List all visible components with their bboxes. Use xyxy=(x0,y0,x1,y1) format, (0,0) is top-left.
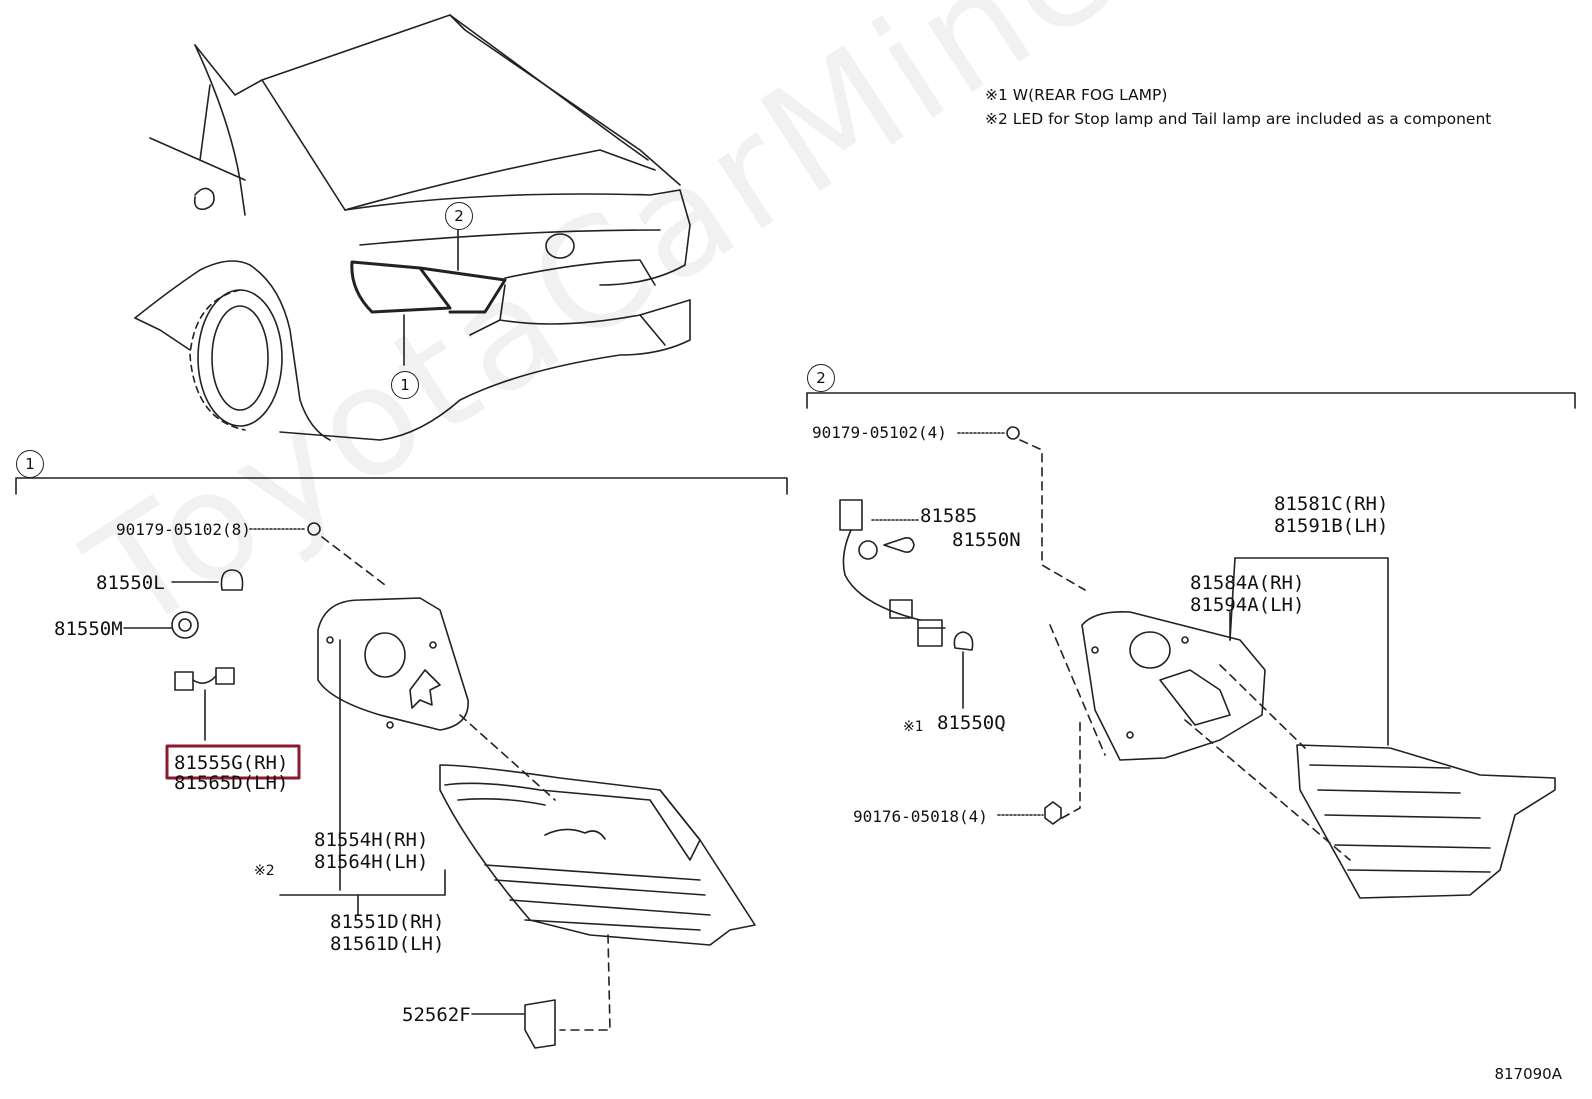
note1-reference: ※1 xyxy=(903,719,924,735)
note-led: ※2 LED for Stop lamp and Tail lamp are i… xyxy=(985,110,1492,128)
part-label-screw-90179-8[interactable]: 90179-05102(8) xyxy=(116,520,251,539)
car-rear-illustration xyxy=(134,14,691,441)
part-label-screw-90179-4[interactable]: 90179-05102(4) xyxy=(812,423,947,442)
part-label-81550M[interactable]: 81550M xyxy=(54,618,123,640)
section2-marker: 2 xyxy=(807,364,835,392)
part-label-81565D-LH[interactable]: 81565D(LH) xyxy=(174,772,289,794)
part-label-81561D-LH[interactable]: 81561D(LH) xyxy=(330,933,445,955)
part-label-81584A-RH[interactable]: 81584A(RH) xyxy=(1190,572,1305,594)
part-label-nut-90176[interactable]: 90176-05018(4) xyxy=(853,807,988,826)
section1-marker: 1 xyxy=(16,450,44,478)
part-label-81550N[interactable]: 81550N xyxy=(952,529,1021,551)
diagram-code: 817090A xyxy=(1494,1065,1562,1083)
section1-illustration xyxy=(15,477,788,1049)
callout-1[interactable]: 1 xyxy=(391,371,419,399)
part-label-81555G-RH[interactable]: 81555G(RH) xyxy=(174,752,289,774)
part-label-81594A-LH[interactable]: 81594A(LH) xyxy=(1190,594,1305,616)
part-label-81564H-LH[interactable]: 81564H(LH) xyxy=(314,851,429,873)
note-rear-fog-lamp: ※1 W(REAR FOG LAMP) xyxy=(985,86,1168,104)
section2-illustration xyxy=(806,392,1576,899)
part-label-81585[interactable]: 81585 xyxy=(920,505,978,527)
part-label-81550L[interactable]: 81550L xyxy=(96,572,165,594)
part-label-52562F[interactable]: 52562F xyxy=(402,1004,471,1026)
part-label-81551D-RH[interactable]: 81551D(RH) xyxy=(330,911,445,933)
callout-2[interactable]: 2 xyxy=(445,202,473,230)
part-label-81550Q[interactable]: 81550Q xyxy=(937,712,1006,734)
part-label-81554H-RH[interactable]: 81554H(RH) xyxy=(314,829,429,851)
note2-reference: ※2 xyxy=(254,863,275,879)
highlight-box xyxy=(165,744,301,780)
part-label-81581C-RH[interactable]: 81581C(RH) xyxy=(1274,493,1389,515)
part-label-81591B-LH[interactable]: 81591B(LH) xyxy=(1274,515,1389,537)
